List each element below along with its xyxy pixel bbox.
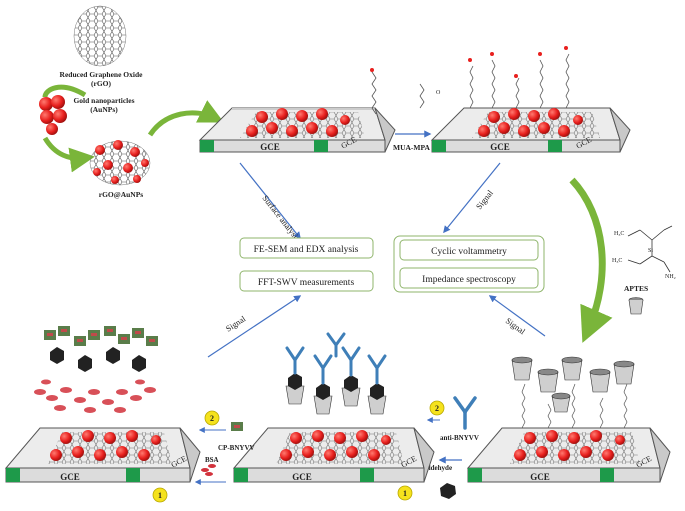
electrode-2	[430, 107, 631, 153]
mua-mpa-label: MUA-MPA	[393, 143, 431, 152]
arrow-signal-left	[207, 295, 302, 358]
step-badge-1-glutaraldehyde-text: 1	[403, 489, 407, 498]
curved-arrow-to-composite	[42, 136, 95, 173]
box-impedance	[399, 267, 539, 289]
sam-chains-electrode-2	[469, 53, 570, 109]
gce-label-1: GCE	[260, 142, 280, 152]
step-badge-1-glutaraldehyde: 1	[397, 485, 413, 501]
rgo-label-line1: Reduced Graphene Oxide	[60, 70, 144, 79]
bsa-blocking-layer	[34, 379, 156, 413]
aptes-si: Si	[648, 248, 653, 254]
cp-bnyvv-label: CP-BNYVV	[218, 444, 255, 452]
curved-arrow-rgo-in	[42, 84, 87, 98]
electrochem-group	[393, 235, 545, 293]
gce-label-5: GCE	[530, 472, 550, 482]
aptes-h3c-top: H₃C	[614, 231, 624, 237]
aunp-label-line2: (AuNPs)	[90, 105, 118, 114]
aptes-linkers-electrode-5	[511, 356, 635, 413]
bsa-icon	[201, 464, 216, 476]
antibody-icon	[453, 396, 477, 430]
step-badge-2-cp-text: 2	[210, 414, 214, 423]
arrow-signal-right	[488, 295, 546, 337]
mua-mpa-molecules	[371, 71, 425, 115]
sam-carboxyl-heads	[468, 46, 568, 78]
gce-label-4: GCE	[292, 472, 312, 482]
signal-label-right: Signal	[504, 316, 528, 337]
gce-label-3: GCE	[60, 472, 80, 482]
box-fft-swv	[239, 270, 374, 292]
box-fesem-edx-text: FE-SEM and EDX analysis	[254, 245, 359, 255]
curved-arrow-to-aptes	[569, 177, 613, 343]
step-badge-2-cp: 2	[204, 410, 220, 426]
electrode-4	[232, 427, 435, 483]
bound-virus-proteins	[44, 326, 158, 372]
electrode-1	[198, 107, 396, 153]
box-cyclic-voltammetry	[399, 239, 539, 261]
bsa-label: BSA	[205, 456, 219, 464]
aptes-linker-icon	[628, 297, 644, 315]
step-badge-1-bsa-text: 1	[158, 491, 162, 500]
gce-label-2: GCE	[490, 142, 510, 152]
step-badge-2-antibody: 2	[429, 400, 445, 416]
aptes-h3c-bottom: H₃C	[612, 258, 622, 264]
rgo-aunp-label: rGO@AuNPs	[99, 190, 144, 199]
immobilized-antibodies	[285, 332, 387, 415]
rgo-sheet-illustration	[73, 5, 127, 67]
electrode-5	[466, 427, 671, 483]
aptes-nh2: NH₂	[665, 274, 676, 280]
mua-head-oxygen	[370, 68, 374, 72]
box-fesem-edx	[239, 237, 374, 259]
gold-nanoparticles-cluster	[39, 95, 67, 135]
curved-arrow-to-electrode1	[147, 100, 224, 137]
aptes-label: APTES	[624, 284, 648, 293]
aunp-label-line1: Gold nanoparticles	[73, 96, 134, 105]
sam-chains-electrode-5	[521, 383, 628, 429]
glutaraldehyde-icon	[440, 483, 456, 499]
anti-bnyvv-label: anti-BNYVV	[440, 434, 479, 442]
electrode-3	[4, 427, 201, 483]
box-impedance-text: Impedance spectroscopy	[422, 275, 516, 285]
arrow-signal-top	[443, 162, 501, 234]
rgo-aunp-composite	[89, 140, 151, 186]
surface-analysis-label: Surface analysis	[260, 193, 302, 243]
box-fft-swv-text: FFT-SWV measurements	[258, 278, 355, 288]
aptes-molecule	[627, 225, 673, 273]
box-cyclic-voltammetry-text: Cyclic voltammetry	[431, 247, 507, 257]
cp-bnyvv-icon	[231, 422, 243, 431]
arrow-surface-analysis	[239, 162, 301, 240]
step-badge-2-antibody-text: 2	[435, 404, 439, 413]
rgo-label-line2: (rGO)	[91, 79, 111, 88]
step-badge-1-bsa: 1	[152, 487, 168, 503]
signal-label-left: Signal	[224, 313, 248, 334]
mpa-oxygen-label: O	[436, 90, 441, 96]
